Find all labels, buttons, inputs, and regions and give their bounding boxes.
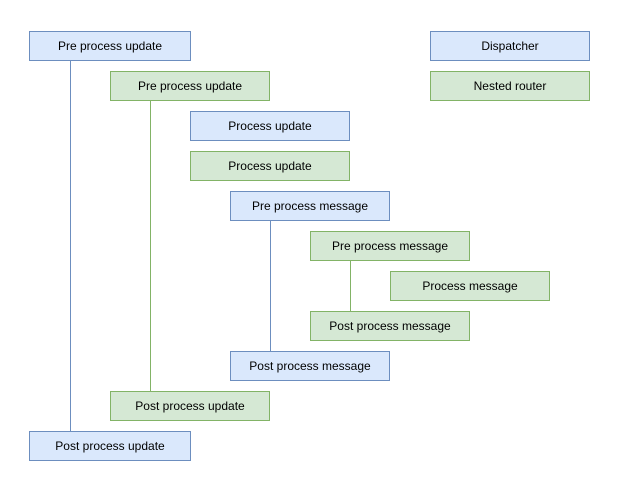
connector-edge-update-blue — [70, 61, 71, 431]
node-process-update-blue[interactable]: Process update — [190, 111, 350, 141]
node-label: Process message — [422, 278, 518, 293]
node-label: Pre process message — [331, 238, 449, 253]
node-label: Process update — [228, 118, 312, 133]
legend-item-nested-router[interactable]: Nested router — [430, 71, 590, 101]
node-label: Pre process update — [57, 38, 163, 53]
connector-edge-update-green — [150, 101, 151, 391]
node-label: Process update — [228, 158, 312, 173]
node-label: Pre process message — [251, 198, 369, 213]
node-post-process-update-green[interactable]: Post process update — [110, 391, 270, 421]
connector-edge-message-green — [350, 261, 351, 311]
legend-item-dispatcher[interactable]: Dispatcher — [430, 31, 590, 61]
node-pre-process-message-green[interactable]: Pre process message — [310, 231, 470, 261]
node-pre-process-update-blue[interactable]: Pre process update — [29, 31, 191, 61]
node-post-process-message-blue[interactable]: Post process message — [230, 351, 390, 381]
node-label: Post process message — [329, 318, 451, 333]
connector-edge-message-blue — [270, 221, 271, 351]
node-label: Nested router — [473, 78, 547, 93]
node-pre-process-message-blue[interactable]: Pre process message — [230, 191, 390, 221]
node-post-process-update-blue[interactable]: Post process update — [29, 431, 191, 461]
node-process-message-green[interactable]: Process message — [390, 271, 550, 301]
node-label: Pre process update — [137, 78, 243, 93]
node-post-process-message-green[interactable]: Post process message — [310, 311, 470, 341]
node-process-update-green[interactable]: Process update — [190, 151, 350, 181]
node-label: Post process update — [135, 398, 245, 413]
node-pre-process-update-green[interactable]: Pre process update — [110, 71, 270, 101]
node-label: Post process update — [55, 438, 165, 453]
node-label: Post process message — [249, 358, 371, 373]
node-label: Dispatcher — [481, 38, 539, 53]
